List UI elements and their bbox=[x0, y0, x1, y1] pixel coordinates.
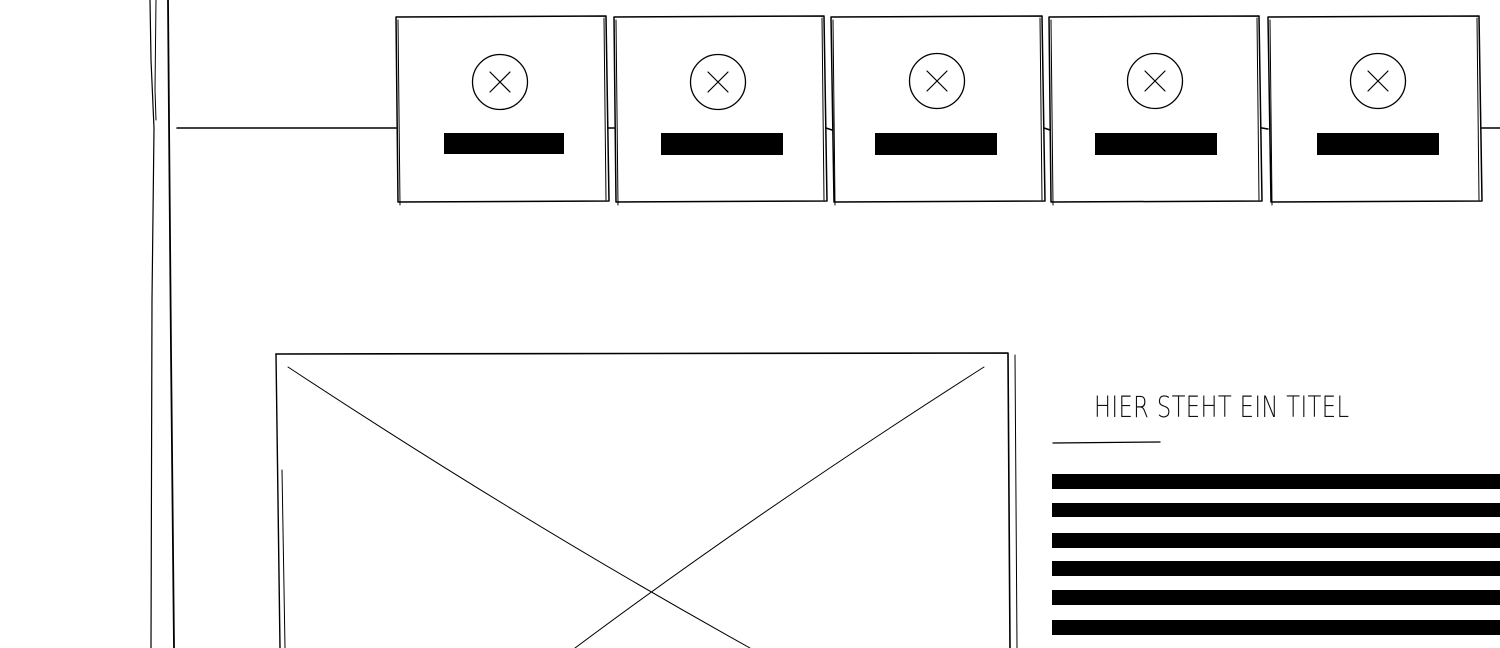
close-icon[interactable] bbox=[689, 53, 747, 111]
title-underline bbox=[1052, 441, 1161, 444]
image-placeholder bbox=[275, 352, 1018, 648]
close-icon[interactable] bbox=[471, 53, 529, 111]
tile[interactable] bbox=[613, 15, 828, 206]
redacted-label bbox=[444, 133, 564, 154]
close-icon[interactable] bbox=[908, 52, 966, 110]
redacted-label bbox=[1095, 133, 1217, 155]
tile[interactable] bbox=[1048, 15, 1263, 206]
tile[interactable] bbox=[1267, 15, 1483, 206]
redacted-label bbox=[1317, 133, 1439, 155]
close-icon[interactable] bbox=[1126, 52, 1184, 110]
tile[interactable] bbox=[395, 15, 610, 206]
tile-connector-line bbox=[176, 127, 1500, 131]
left-rail bbox=[149, 0, 175, 648]
content-title: HIER STEHT EIN TITEL bbox=[1094, 390, 1350, 424]
redacted-paragraph bbox=[1052, 474, 1500, 635]
tile[interactable] bbox=[830, 15, 1046, 206]
redacted-label bbox=[661, 133, 783, 155]
redacted-label bbox=[875, 133, 997, 155]
close-icon[interactable] bbox=[1349, 52, 1407, 110]
